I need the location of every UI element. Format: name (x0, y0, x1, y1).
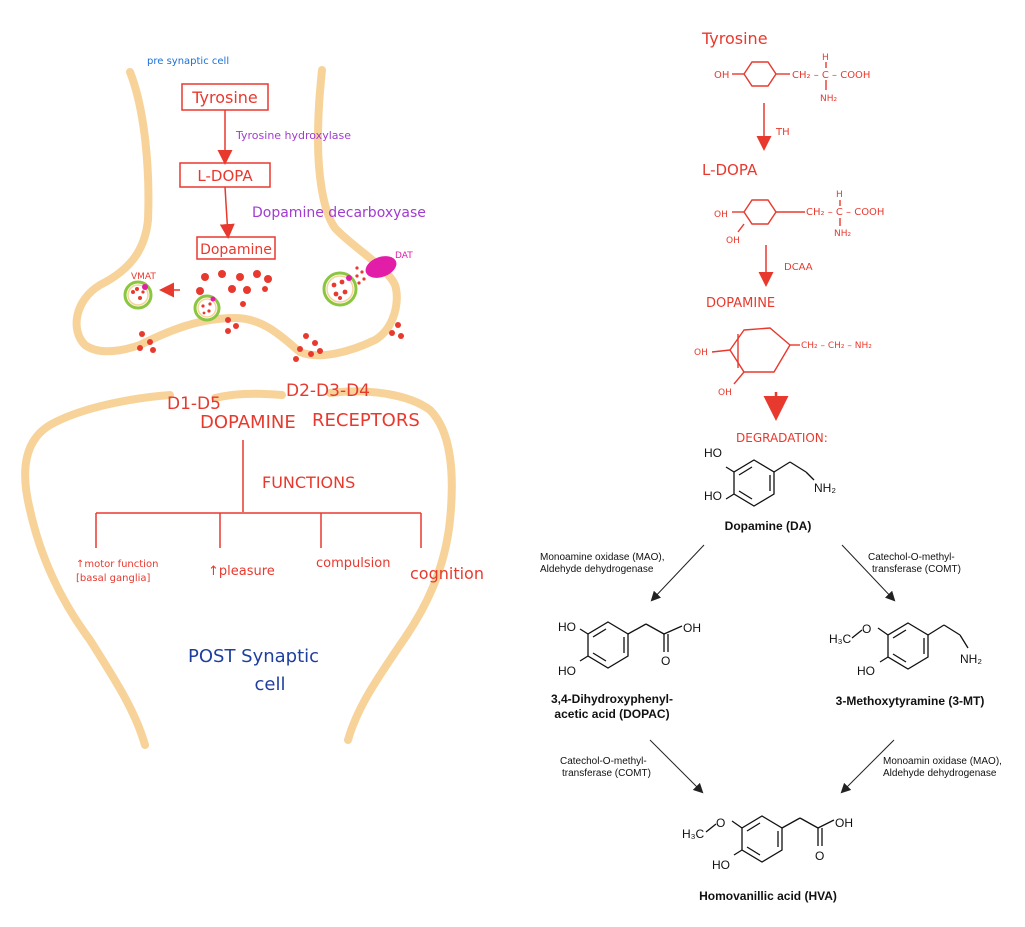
arrow-comt-3mt (841, 544, 896, 602)
hva-h3c: H₃C (682, 827, 705, 841)
synthesis-dopamine-title: DOPAMINE (706, 296, 775, 311)
da-ho2: HO (704, 489, 722, 503)
dopamine-structure (725, 459, 815, 507)
da-ho1: HO (704, 446, 722, 460)
dopac-oh: OH (683, 621, 701, 635)
hva-oh: OH (835, 816, 853, 830)
synthesis-ldopa-title: L-DOPA (702, 161, 758, 179)
tyrosine-nh2: NH₂ (820, 94, 838, 104)
dopac-ho1: HO (558, 620, 576, 634)
comt-left-line2: transferase (COMT) (562, 768, 651, 779)
vmat-label: VMAT (131, 272, 156, 282)
tyrosine-hydroxylase-label: Tyrosine hydroxylase (235, 129, 351, 142)
receptor-d2-label: D2-D3-D4 (286, 381, 370, 401)
dopac-label-line1: 3,4-Dihydroxyphenyl- (551, 692, 673, 706)
ldopa-nh2: NH₂ (834, 229, 852, 239)
dopamine-oh2: OH (718, 388, 732, 398)
3mt-ho: HO (857, 664, 875, 678)
function-motor: ↑motor function (76, 559, 158, 570)
functions-title: FUNCTIONS (262, 473, 355, 492)
hva-o-methoxy: O (716, 816, 725, 830)
dat-label: DAT (395, 251, 413, 261)
receptors-line2: RECEPTORS (312, 410, 420, 431)
reuptake-dots (355, 266, 366, 285)
mao-left-line2: Aldehyde dehydrogenase (540, 564, 654, 575)
postsynaptic-membrane (21, 391, 174, 749)
comt-right-line2: transferase (COMT) (872, 564, 961, 575)
3mt-label: 3-Methoxytyramine (3-MT) (836, 694, 985, 708)
ldopa-oh1: OH (714, 210, 728, 220)
arrow-3mt-hva (840, 739, 895, 794)
arrow-mao-dopac (650, 544, 705, 602)
synthesis-tyrosine-title: Tyrosine (701, 29, 768, 48)
ldopa-oh2: OH (726, 236, 740, 246)
vesicle-right (322, 271, 358, 307)
hva-structure (705, 815, 835, 863)
ldopa-h: H (836, 190, 843, 200)
tyrosine-h: H (822, 53, 829, 63)
synthesis-dcaa: DCAA (784, 262, 813, 273)
dopac-structure (579, 621, 683, 669)
function-motor-sub: [basal ganglia] (76, 573, 151, 584)
mao-left-line1: Monoamine oxidase (MAO), (540, 552, 665, 563)
hva-o: O (815, 849, 824, 863)
postsynaptic-label-line1: POST Synaptic (188, 646, 319, 667)
hva-ho: HO (712, 858, 730, 872)
dopamine-oh1: OH (694, 348, 708, 358)
dopamine-chain: CH₂ – CH₂ – NH₂ (801, 341, 872, 351)
tyrosine-oh: OH (714, 70, 729, 81)
function-cognition: cognition (410, 564, 484, 583)
dopamine-da-label: Dopamine (DA) (725, 519, 812, 533)
synapse-panel: pre synaptic cell Tyrosine Tyrosine hydr… (21, 56, 484, 749)
dopamine-label: Dopamine (200, 242, 272, 258)
receptors-line1: DOPAMINE (200, 412, 296, 433)
ldopa-structure (732, 199, 841, 233)
3mt-o: O (862, 622, 871, 636)
tyrosine-label: Tyrosine (191, 88, 258, 107)
postsynaptic-membrane-top (211, 389, 286, 402)
arrow-dopac-hva (649, 739, 704, 794)
dat-transporter (365, 256, 397, 278)
mao-right-line2: Aldehyde dehydrogenase (883, 768, 997, 779)
function-compulsion: compulsion (316, 556, 390, 571)
mao-right-line1: Monoamin oxidase (MAO), (883, 756, 1002, 767)
function-pleasure: ↑pleasure (208, 564, 275, 579)
tyrosine-structure (732, 61, 827, 90)
presynaptic-membrane (72, 66, 401, 360)
comt-left-line1: Catechol-O-methyl- (560, 756, 647, 767)
da-nh2: NH₂ (814, 481, 836, 495)
dopac-o: O (661, 654, 670, 668)
receptor-d1-label: D1-D5 (167, 394, 221, 414)
postsynaptic-label-line2: cell (255, 674, 286, 695)
3mt-h3c: H₃C (829, 632, 852, 646)
dopamine-molecules (137, 270, 404, 362)
degradation-title: DEGRADATION: (736, 431, 828, 445)
ldopa-chain: CH₂ – C – COOH (806, 207, 884, 218)
synthesis-th: TH (775, 127, 790, 138)
hva-label: Homovanillic acid (HVA) (699, 889, 837, 903)
dopamine-decarboxylase-label: Dopamine decarboxyase (252, 205, 426, 221)
3mt-nh2: NH₂ (960, 652, 982, 666)
dopac-label-line2: acetic acid (DOPAC) (554, 707, 669, 721)
dopamine-hand-structure (711, 327, 800, 385)
vesicle-center (193, 294, 221, 322)
ldopa-label: L-DOPA (197, 167, 253, 185)
dopac-ho2: HO (558, 664, 576, 678)
vesicle-left (123, 280, 153, 310)
presynaptic-label: pre synaptic cell (147, 56, 229, 67)
synthesis-panel: Tyrosine OH CH₂ – C – COOH H NH₂ TH L-DO… (694, 29, 884, 445)
degradation-panel: HO HO NH₂ Dopamine (DA) Monoamine oxidas… (540, 446, 1002, 903)
postsynaptic-membrane-right (326, 387, 456, 744)
3mt-structure (877, 622, 969, 670)
dopamine-box (196, 236, 276, 260)
tyrosine-chain: CH₂ – C – COOH (792, 70, 870, 81)
comt-right-line1: Catechol-O-methyl- (868, 552, 955, 563)
arrow-ldopa-dopamine (219, 186, 235, 239)
